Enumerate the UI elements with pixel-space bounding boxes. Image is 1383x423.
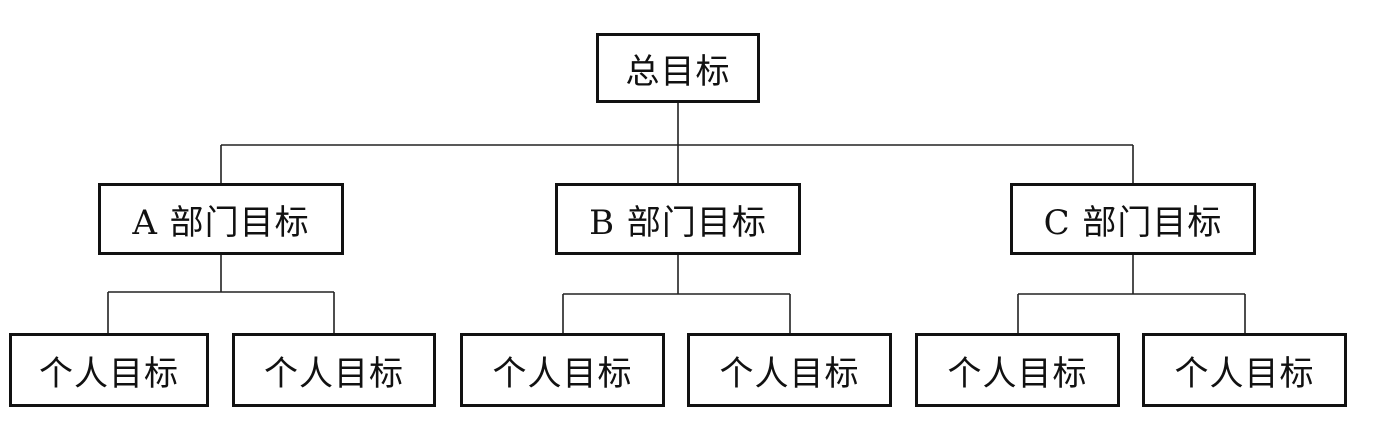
person-goal-box-a2: 个人目标 [232,333,436,407]
person-goal-box-a1: 个人目标 [9,333,209,407]
dept-c-goal-box: C 部门目标 [1010,183,1256,255]
person-goal-box-c2: 个人目标 [1142,333,1347,407]
person-goal-box-c1: 个人目标 [915,333,1120,407]
person-goal-box-b1: 个人目标 [460,333,665,407]
dept-a-goal-box: A 部门目标 [98,183,344,255]
dept-b-goal-box: B 部门目标 [555,183,801,255]
person-goal-box-b2: 个人目标 [687,333,892,407]
root-goal-box: 总目标 [596,33,760,103]
